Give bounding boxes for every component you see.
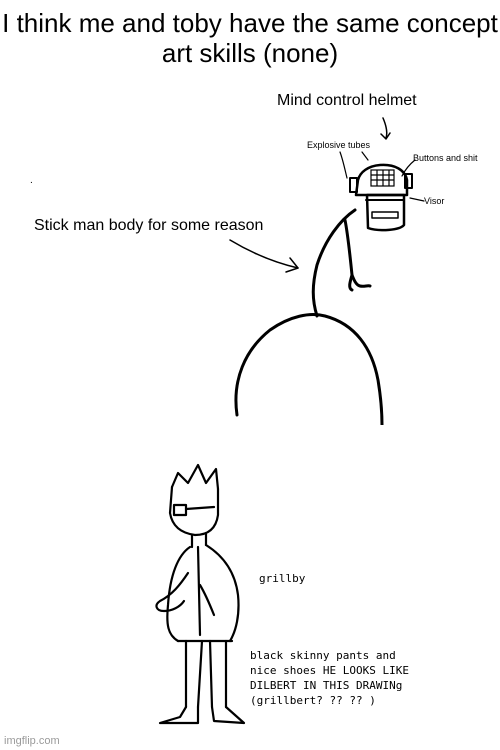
meme-caption: I think me and toby have the same concep… xyxy=(2,8,498,68)
label-visor: Visor xyxy=(424,196,445,206)
label-explosive-tubes: Explosive tubes xyxy=(307,140,371,150)
label-mind-control-helmet: Mind control helmet xyxy=(277,92,417,109)
stray-dot: . xyxy=(30,175,33,186)
label-pants-note: black skinny pants and nice shoes HE LOO… xyxy=(250,649,409,707)
helmet-sketch-panel: Mind control helmet Explosive tubes Butt… xyxy=(0,80,500,425)
watermark: imgflip.com xyxy=(4,735,60,747)
figure-sketch-panel: grillby black skinny pants and nice shoe… xyxy=(0,455,500,750)
figure-sketch-drawing xyxy=(155,463,246,725)
helmet-sketch-drawing xyxy=(229,117,425,425)
label-grillby: grillby xyxy=(259,572,306,585)
label-stick-man-body: Stick man body for some reason xyxy=(34,217,264,234)
label-buttons: Buttons and shit xyxy=(413,153,478,163)
